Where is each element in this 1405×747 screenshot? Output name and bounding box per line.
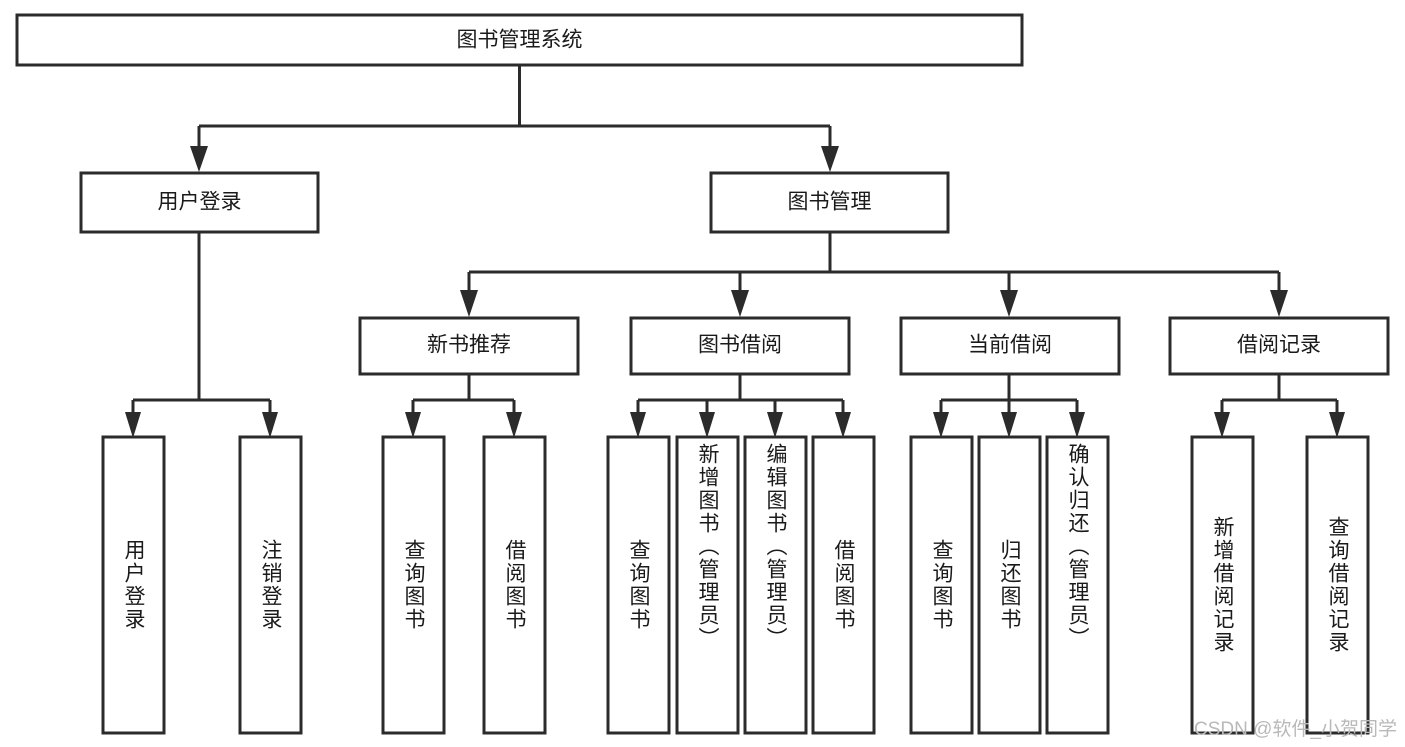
leaf-label-logout: 注销登录 — [259, 539, 282, 631]
node-leaf-borrow-book-2[interactable] — [811, 435, 876, 735]
leaf-label-confirm-return-wrap: 确认归还（管理员） — [1047, 437, 1108, 733]
node-leaf-logout[interactable] — [238, 435, 303, 735]
leaf-label-add-book: 新增图书（管理员） — [696, 443, 719, 650]
node-leaf-return-book[interactable] — [977, 435, 1042, 735]
leaf-label-return-book: 归还图书 — [998, 539, 1021, 631]
leaf-label-query-record: 查询借阅记录 — [1326, 516, 1349, 654]
node-leaf-add-record[interactable] — [1190, 435, 1255, 735]
leaf-label-add-record: 新增借阅记录 — [1211, 516, 1234, 654]
leaf-label-user-login-wrap: 用户登录 — [103, 437, 164, 733]
connector-borrowrecord-to-leaves — [1214, 374, 1345, 438]
node-leaf-query-record[interactable] — [1305, 435, 1370, 735]
node-book-manage-label: 图书管理 — [788, 191, 872, 214]
node-leaf-user-login[interactable] — [101, 435, 166, 735]
leaf-label-confirm-return: 确认归还（管理员） — [1066, 443, 1089, 650]
node-leaf-add-book[interactable] — [675, 435, 740, 735]
leaf-label-query-record-wrap: 查询借阅记录 — [1307, 437, 1368, 733]
leaf-label-query-book-2: 查询图书 — [627, 539, 650, 631]
node-leaf-query-book-2[interactable] — [606, 435, 671, 735]
leaf-label-query-book-3-wrap: 查询图书 — [911, 437, 972, 733]
node-book-manage[interactable]: 图书管理 — [709, 171, 950, 234]
leaf-label-borrow-book-2: 借阅图书 — [832, 539, 855, 631]
node-book-borrow-label: 图书借阅 — [698, 334, 782, 357]
node-borrow-record-label: 借阅记录 — [1237, 334, 1321, 357]
node-leaf-confirm-return[interactable] — [1045, 435, 1110, 735]
leaf-label-edit-book-wrap: 编辑图书（管理员） — [745, 437, 806, 733]
node-root[interactable]: 图书管理系统 — [15, 13, 1024, 67]
node-book-borrow[interactable]: 图书借阅 — [629, 316, 851, 376]
leaf-label-query-book-1: 查询图书 — [402, 539, 425, 631]
leaf-label-logout-wrap: 注销登录 — [240, 437, 301, 733]
node-user-login-label: 用户登录 — [158, 191, 242, 214]
connector-root-to-level2 — [190, 65, 839, 172]
watermark-text: CSDN @软件_小贺同学 — [1194, 719, 1397, 740]
connector-currentborrow-to-leaves — [933, 374, 1085, 438]
node-new-book-rec[interactable]: 新书推荐 — [358, 316, 580, 376]
leaf-label-query-book-3: 查询图书 — [930, 539, 953, 631]
node-user-login[interactable]: 用户登录 — [79, 171, 320, 234]
leaf-label-edit-book: 编辑图书（管理员） — [764, 443, 787, 650]
leaf-label-add-book-wrap: 新增图书（管理员） — [677, 437, 738, 733]
node-leaf-borrow-book-1[interactable] — [482, 435, 547, 735]
connector-bookmanage-to-level3 — [460, 232, 1288, 317]
leaf-label-query-book-2-wrap: 查询图书 — [608, 437, 669, 733]
leaf-label-return-book-wrap: 归还图书 — [979, 437, 1040, 733]
leaf-label-borrow-book-2-wrap: 借阅图书 — [813, 437, 874, 733]
node-current-borrow-label: 当前借阅 — [968, 334, 1052, 357]
leaf-label-user-login: 用户登录 — [122, 539, 145, 631]
leaf-label-borrow-book-1: 借阅图书 — [503, 539, 526, 631]
node-current-borrow[interactable]: 当前借阅 — [899, 316, 1121, 376]
connector-bookborrow-to-leaves — [630, 374, 851, 438]
node-leaf-query-book-3[interactable] — [909, 435, 974, 735]
leaf-label-borrow-book-1-wrap: 借阅图书 — [484, 437, 545, 733]
node-leaf-query-book-1[interactable] — [381, 435, 446, 735]
connector-userlogin-to-leaves — [125, 232, 278, 438]
node-leaf-edit-book[interactable] — [743, 435, 808, 735]
leaf-label-add-record-wrap: 新增借阅记录 — [1192, 437, 1253, 733]
connector-newbook-to-leaves — [405, 374, 522, 438]
node-new-book-rec-label: 新书推荐 — [427, 334, 511, 357]
node-root-label: 图书管理系统 — [457, 29, 583, 52]
leaf-label-query-book-1-wrap: 查询图书 — [383, 437, 444, 733]
node-borrow-record[interactable]: 借阅记录 — [1168, 316, 1390, 376]
